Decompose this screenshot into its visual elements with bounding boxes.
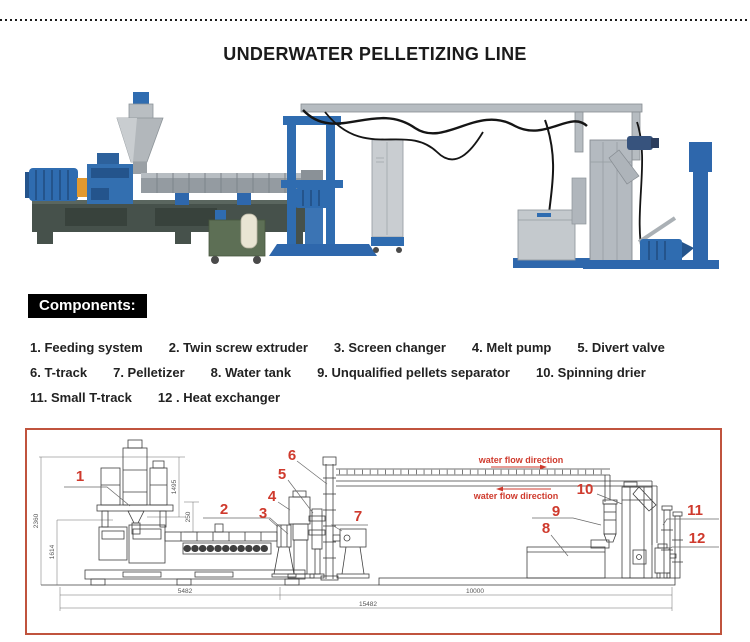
- component-item: 5. Divert valve: [577, 340, 665, 355]
- component-item: 10. Spinning drier: [535, 365, 646, 380]
- spinning-drier-photo: [571, 136, 659, 265]
- dimension-extruder-height: 1614: [49, 519, 113, 585]
- t-track-drawing: [320, 456, 339, 581]
- components-row-1: 1. Feeding system 2. Twin screw extruder…: [30, 340, 665, 355]
- dimension-hopper-drop: 250: [184, 501, 199, 533]
- callout-10: 10: [577, 481, 623, 505]
- component-item: 11. Small T-track: [30, 390, 132, 405]
- component-item: 2. Twin screw extruder: [168, 340, 308, 355]
- svg-text:2: 2: [220, 501, 228, 518]
- svg-text:1495: 1495: [171, 479, 178, 494]
- svg-text:water flow direction: water flow direction: [473, 491, 559, 501]
- feeding-system-drawing: [96, 439, 174, 535]
- layout-diagram-frame: 2360 1614: [25, 428, 722, 635]
- component-item: 3. Screen changer: [333, 340, 446, 355]
- divert-valve-drawing: [308, 508, 326, 579]
- screen-changer-drawing: [271, 524, 297, 578]
- components-heading: Components:: [28, 294, 147, 318]
- callout-3: 3: [259, 505, 279, 528]
- component-item: 6. T-track: [30, 365, 88, 380]
- svg-text:15482: 15482: [359, 601, 377, 608]
- component-item: 4. Melt pump: [471, 340, 552, 355]
- water-pipe-drawing: [336, 468, 658, 545]
- separator-drawing: [590, 499, 618, 549]
- melt-pump-drawing: [287, 490, 315, 579]
- hopper: [116, 92, 164, 174]
- layout-diagram: 2360 1614: [33, 439, 719, 611]
- right-frame: [583, 142, 719, 269]
- components-row-2: 6. T-track 7. Pelletizer 8. Water tank 9…: [30, 365, 646, 380]
- svg-text:8: 8: [542, 520, 550, 537]
- callout-7: 7: [330, 508, 368, 532]
- extruder-base: [32, 200, 312, 244]
- svg-text:10: 10: [577, 481, 594, 498]
- svg-text:11: 11: [687, 502, 703, 519]
- component-item: 12 . Heat exchanger: [157, 390, 281, 405]
- dimension-feeder-height: 1495: [147, 457, 185, 518]
- page-title: UNDERWATER PELLETIZING LINE: [223, 44, 527, 64]
- svg-text:250: 250: [185, 511, 192, 522]
- svg-text:1614: 1614: [49, 544, 56, 559]
- control-cabinet: [371, 139, 404, 253]
- pelletizer-drawing: [332, 528, 370, 579]
- svg-text:2360: 2360: [33, 513, 40, 528]
- water-tank-photo: [513, 209, 595, 268]
- svg-text:10000: 10000: [466, 588, 484, 595]
- spinning-drier-drawing: [621, 481, 657, 579]
- water-flow-top: water flow direction: [478, 455, 564, 470]
- callout-5: 5: [278, 466, 314, 514]
- svg-text:6: 6: [288, 447, 296, 464]
- callout-8: 8: [542, 520, 569, 557]
- svg-text:4: 4: [268, 488, 277, 505]
- extruder-drawing: [84, 523, 306, 586]
- dimension-bottom: 5482 10000 15482: [59, 587, 673, 611]
- svg-text:3: 3: [259, 505, 267, 522]
- component-item: 8. Water tank: [210, 365, 292, 380]
- component-item: 7. Pelletizer: [113, 365, 185, 380]
- callout-2: 2: [203, 501, 289, 535]
- callout-6: 6: [288, 447, 328, 485]
- callout-11: 11: [662, 502, 719, 526]
- pellet-pump-photo: [637, 216, 694, 263]
- callout-1: 1: [64, 468, 131, 507]
- water-tank-drawing: [526, 546, 606, 579]
- dimension-overall-height: 2360: [33, 456, 185, 585]
- component-item: 9. Unqualified pellets separator: [317, 365, 510, 380]
- svg-text:7: 7: [354, 508, 362, 525]
- svg-text:5: 5: [278, 466, 286, 483]
- component-item: 1. Feeding system: [30, 340, 143, 355]
- components-row-3: 11. Small T-track 12 . Heat exchanger: [30, 390, 280, 405]
- gearbox: [87, 153, 133, 204]
- svg-text:1: 1: [76, 468, 84, 485]
- main-motor: [25, 168, 87, 201]
- top-dotted-divider: [0, 19, 750, 21]
- pelletizer-gantry: [269, 116, 377, 256]
- heat-exchanger-drawing: [654, 543, 677, 579]
- small-t-track-drawing: [661, 505, 683, 579]
- svg-text:9: 9: [552, 503, 560, 520]
- right-platform-drawing: [378, 577, 676, 586]
- oil-cart: [208, 210, 266, 264]
- callout-12: 12: [667, 530, 719, 551]
- machine-photo: [25, 92, 719, 269]
- callout-9: 9: [532, 503, 602, 526]
- callout-4: 4: [268, 488, 291, 511]
- svg-text:5482: 5482: [178, 588, 193, 595]
- svg-text:12: 12: [689, 530, 706, 547]
- svg-text:water flow direction: water flow direction: [478, 455, 564, 465]
- water-flow-bottom: water flow direction: [473, 486, 559, 501]
